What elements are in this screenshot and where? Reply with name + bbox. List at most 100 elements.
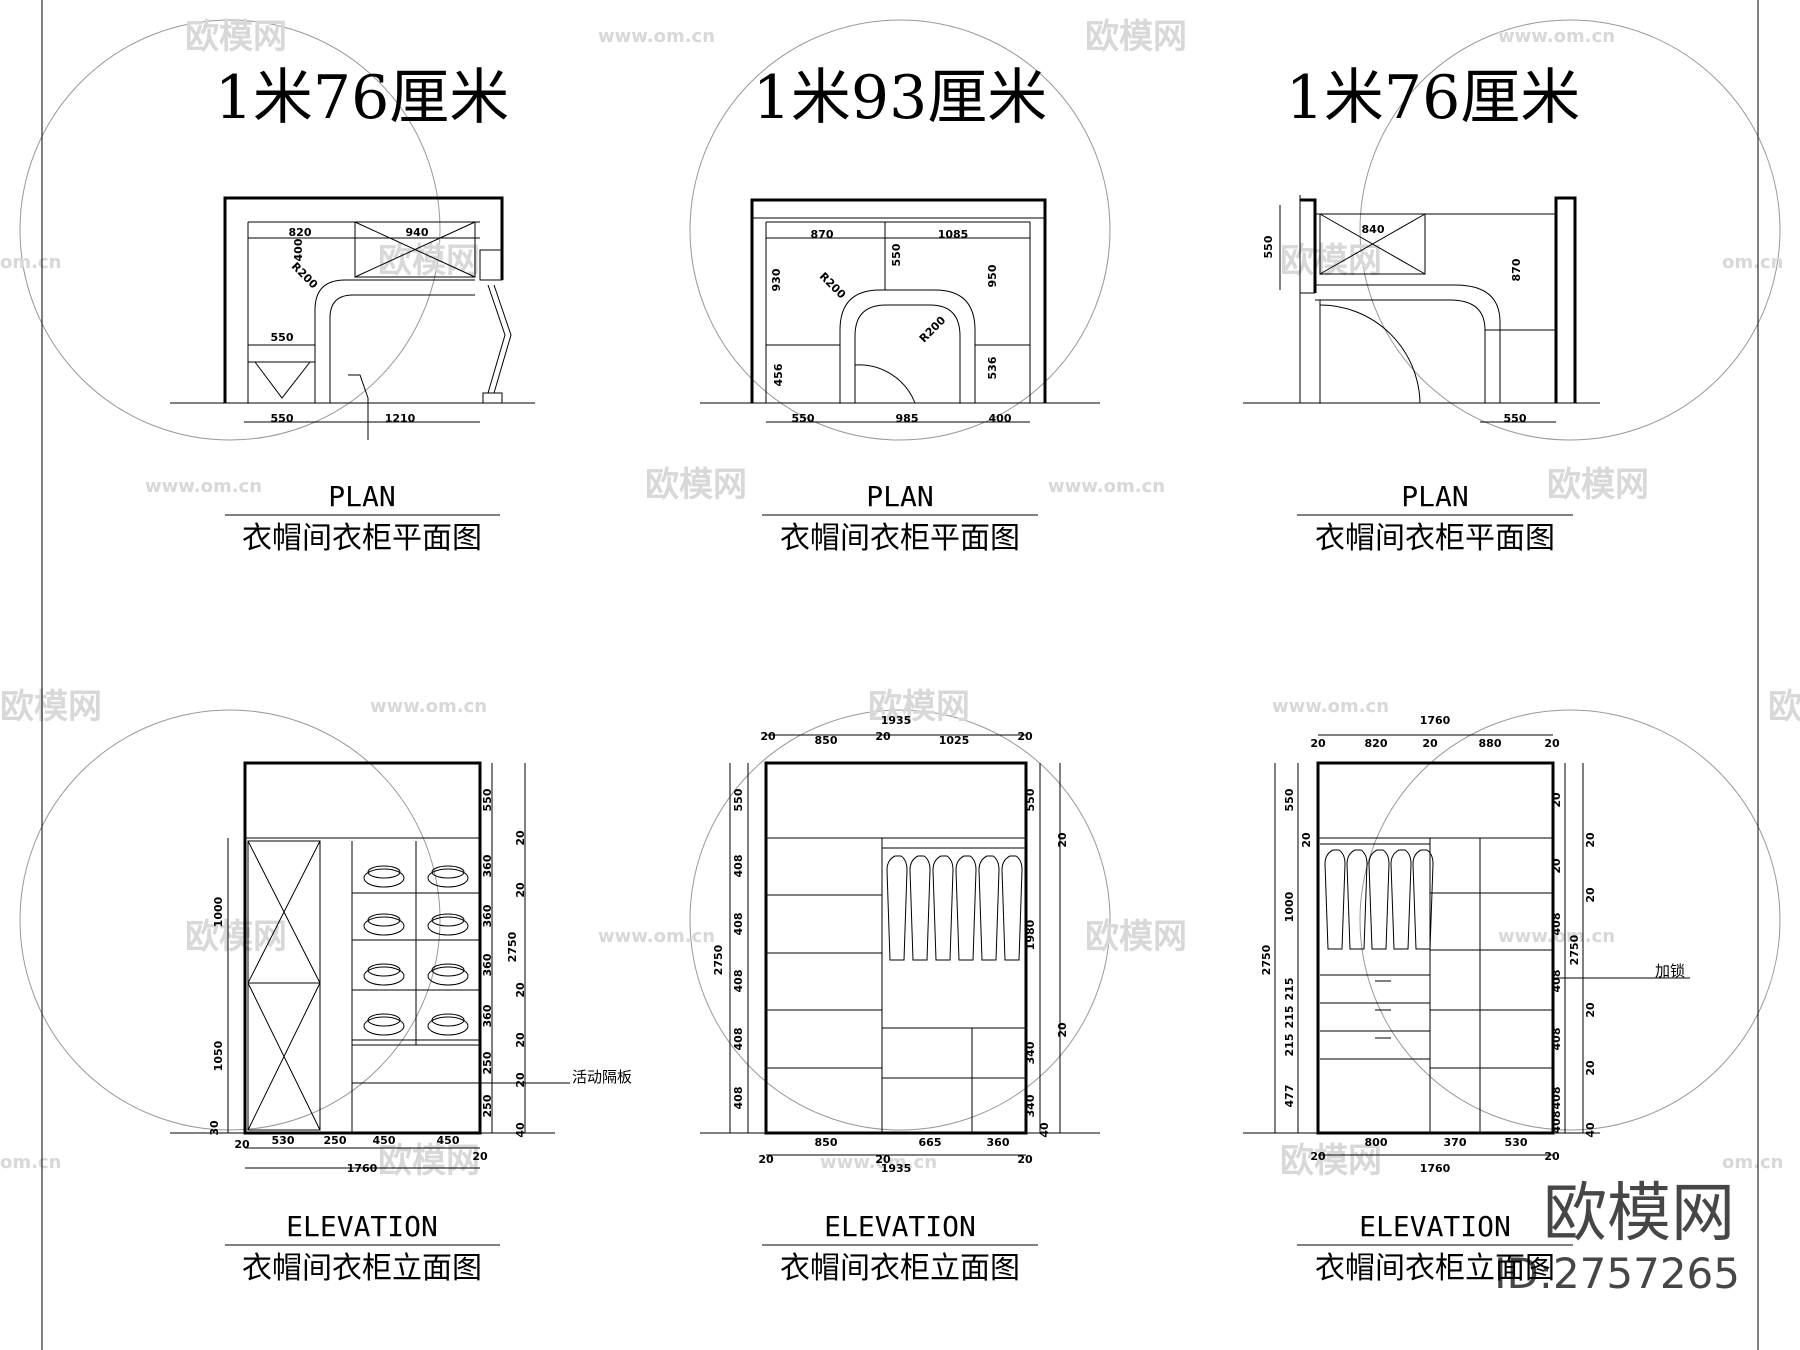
plan-1-dim: 820 bbox=[289, 226, 312, 239]
elev-1-dim-right: 2750 bbox=[506, 931, 519, 962]
plan-2-dim: 536 bbox=[986, 356, 999, 379]
plan-2-dim: 985 bbox=[896, 412, 919, 425]
plan-2-caption-cn: 衣帽间衣柜平面图 bbox=[780, 521, 1020, 556]
elev-2-dim-bottom: 20 bbox=[1017, 1153, 1033, 1166]
elev-1-caption-cn: 衣帽间衣柜立面图 bbox=[242, 1251, 482, 1286]
plan-3-dim: 550 bbox=[1504, 412, 1527, 425]
elev-2-dim-right: 550 bbox=[1024, 788, 1037, 811]
elev-3-note: 加锁 bbox=[1655, 962, 1685, 980]
elev-2-dim-bottom: 665 bbox=[919, 1136, 942, 1149]
elev-1-dim-bottom: 530 bbox=[272, 1134, 295, 1147]
elev-2-dim-left: 408 bbox=[732, 970, 745, 993]
elev-1-note: 活动隔板 bbox=[572, 1068, 632, 1086]
watermark-url: om.cn bbox=[1722, 252, 1783, 273]
elev-3-dim-right: 20 bbox=[1584, 887, 1597, 903]
elev-2-dim-right: 20 bbox=[1056, 832, 1069, 848]
elev-1-dim-right: 360 bbox=[481, 953, 494, 976]
elev-2-dim-right: 20 bbox=[1056, 1022, 1069, 1038]
elev-1-dim-right: 250 bbox=[481, 1051, 494, 1074]
elev-3-dim-bottom: 20 bbox=[1310, 1150, 1326, 1163]
watermark-url: www.om.cn bbox=[1498, 26, 1615, 47]
elev-1-dim-right: 550 bbox=[481, 788, 494, 811]
elev-3-dim-right: 20 bbox=[1584, 1002, 1597, 1018]
hanging-clothes bbox=[886, 855, 1023, 961]
elev-3-dim-right: 20 bbox=[1584, 832, 1597, 848]
elev-1-dim-right: 360 bbox=[481, 1004, 494, 1027]
watermark-brand: 欧模网 bbox=[645, 465, 747, 505]
elev-2-dim-left: 408 bbox=[732, 913, 745, 936]
elev-3-dim-bottom: 530 bbox=[1505, 1136, 1528, 1149]
watermark-url: www.om.cn bbox=[370, 696, 487, 717]
elev-3-dim-left: 477 bbox=[1283, 1085, 1296, 1108]
elev-1-dim-right-small: 20 bbox=[514, 830, 527, 846]
watermark-brand: 欧模网 bbox=[868, 687, 970, 727]
elev-3-dim-left: 215 bbox=[1283, 1006, 1296, 1029]
plan-2-dim: 400 bbox=[989, 412, 1012, 425]
elev-2-dim-bottom: 360 bbox=[987, 1136, 1010, 1149]
plan-1-dim: 400 bbox=[292, 238, 305, 261]
watermark-url: om.cn bbox=[0, 252, 61, 273]
plan-1-dim: 940 bbox=[406, 226, 429, 239]
elev-3-dim-right: 408 bbox=[1550, 1028, 1563, 1051]
elev-3-dim-total: 1760 bbox=[1420, 1162, 1451, 1175]
elev-3-dim-left: 215 bbox=[1283, 1034, 1296, 1057]
plan-3-dim: 870 bbox=[1510, 258, 1523, 281]
elev-2-dim-left: 408 bbox=[732, 1087, 745, 1110]
elev-1-dim-bottom: 250 bbox=[324, 1134, 347, 1147]
watermark-url: www.om.cn bbox=[1498, 926, 1615, 947]
elev-1-dim-left: 30 bbox=[208, 1120, 221, 1136]
elev-2-dim-top: 20 bbox=[760, 730, 776, 743]
elev-3-dim-right: 2750 bbox=[1568, 934, 1581, 965]
elev-2-dim-left: 408 bbox=[732, 855, 745, 878]
elev-1-dim-bottom: 450 bbox=[437, 1134, 460, 1147]
hanging-clothes bbox=[1324, 849, 1434, 950]
watermark-brand: 欧模网 bbox=[1547, 465, 1649, 505]
panel-2-title: 1米93厘米 bbox=[753, 63, 1048, 133]
elev-3-dim-top: 20 bbox=[1310, 737, 1326, 750]
elev-2-dim-bottom: 850 bbox=[815, 1136, 838, 1149]
elev-1-dim-right-small: 20 bbox=[514, 1072, 527, 1088]
watermark-url: www.om.cn bbox=[1272, 696, 1389, 717]
watermark-brand: 欧模网 bbox=[378, 241, 480, 281]
plan-3-caption-cn: 衣帽间衣柜平面图 bbox=[1315, 521, 1555, 556]
elev-3-dim-bottom: 370 bbox=[1444, 1136, 1467, 1149]
elev-2-dim-right: 40 bbox=[1038, 1122, 1051, 1138]
elev-3-dim-left: 215 bbox=[1283, 978, 1296, 1001]
plan-2-caption-en: PLAN bbox=[866, 480, 933, 513]
plan-3-drawing bbox=[1243, 195, 1600, 423]
plan-3-dim: 840 bbox=[1362, 223, 1385, 236]
plan-3-caption-en: PLAN bbox=[1401, 480, 1468, 513]
elev-3-dim-right: 20 bbox=[1584, 1060, 1597, 1076]
elev-3-dim-right: 20 bbox=[1550, 792, 1563, 808]
elev-2-dim-left: 550 bbox=[732, 788, 745, 811]
plan-1-dim: 550 bbox=[271, 331, 294, 344]
elev-2-dim-total: 1935 bbox=[881, 1162, 912, 1175]
elev-3-dim-left: 1000 bbox=[1283, 891, 1296, 922]
elev-1-dim-right: 360 bbox=[481, 854, 494, 877]
elev-3-dim-bottom: 20 bbox=[1544, 1150, 1560, 1163]
plan-2-dim: 1085 bbox=[938, 228, 969, 241]
watermark-url: om.cn bbox=[0, 1152, 61, 1173]
elev-1-dim-right-small: 20 bbox=[514, 882, 527, 898]
watermark-url: www.om.cn bbox=[1048, 476, 1165, 497]
elev-1-dim-left: 1000 bbox=[212, 896, 225, 927]
elev-2-dim-top: 850 bbox=[815, 734, 838, 747]
plan-2-dim: 550 bbox=[792, 412, 815, 425]
watermark-url: om.cn bbox=[1722, 1152, 1783, 1173]
watermark-url: www.om.cn bbox=[820, 1152, 937, 1173]
elev-3-dim-right: 408 bbox=[1550, 1087, 1563, 1110]
elev-2-dim-top: 20 bbox=[1017, 730, 1033, 743]
elev-3-caption-cn: 衣帽间衣柜立面图 bbox=[1315, 1251, 1555, 1286]
elev-1-caption-en: ELEVATION bbox=[286, 1210, 438, 1243]
elev-3-dim-top: 20 bbox=[1422, 737, 1438, 750]
plan-2-dim: R200 bbox=[817, 270, 849, 302]
elev-1-dim-bottom: 20 bbox=[234, 1138, 250, 1151]
elevation-1-drawing bbox=[170, 761, 570, 1169]
elev-1-dim-left: 1050 bbox=[212, 1040, 225, 1071]
elev-1-dim-right-small: 20 bbox=[514, 1032, 527, 1048]
elev-2-dim-bottom: 20 bbox=[875, 1153, 891, 1166]
elev-2-dim-right: 340 bbox=[1024, 1041, 1037, 1064]
plan-2-dim: 550 bbox=[890, 243, 903, 266]
watermark-brand: 欧模网 bbox=[1280, 1141, 1382, 1181]
